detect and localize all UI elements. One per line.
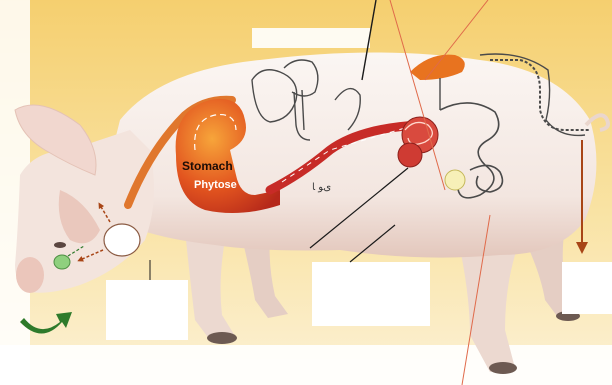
mouth-cavity bbox=[104, 224, 140, 256]
caecum bbox=[445, 170, 465, 190]
pig-snout bbox=[16, 257, 44, 293]
label-patch bbox=[312, 262, 430, 326]
pig-eye bbox=[54, 242, 66, 248]
stomach-label: Stomach bbox=[182, 159, 233, 173]
salivary-gland bbox=[54, 255, 70, 269]
pig-hoof bbox=[207, 332, 237, 344]
label-patch bbox=[106, 280, 188, 340]
label-patch bbox=[252, 28, 370, 48]
pig-hoof bbox=[489, 362, 517, 374]
background-white-bottom bbox=[0, 345, 612, 385]
label-patch bbox=[562, 262, 612, 314]
phytase-label: Phytose bbox=[194, 179, 237, 191]
small-text: ﻯﻮ ﺎ bbox=[312, 182, 331, 193]
intestine-coil bbox=[398, 143, 422, 167]
